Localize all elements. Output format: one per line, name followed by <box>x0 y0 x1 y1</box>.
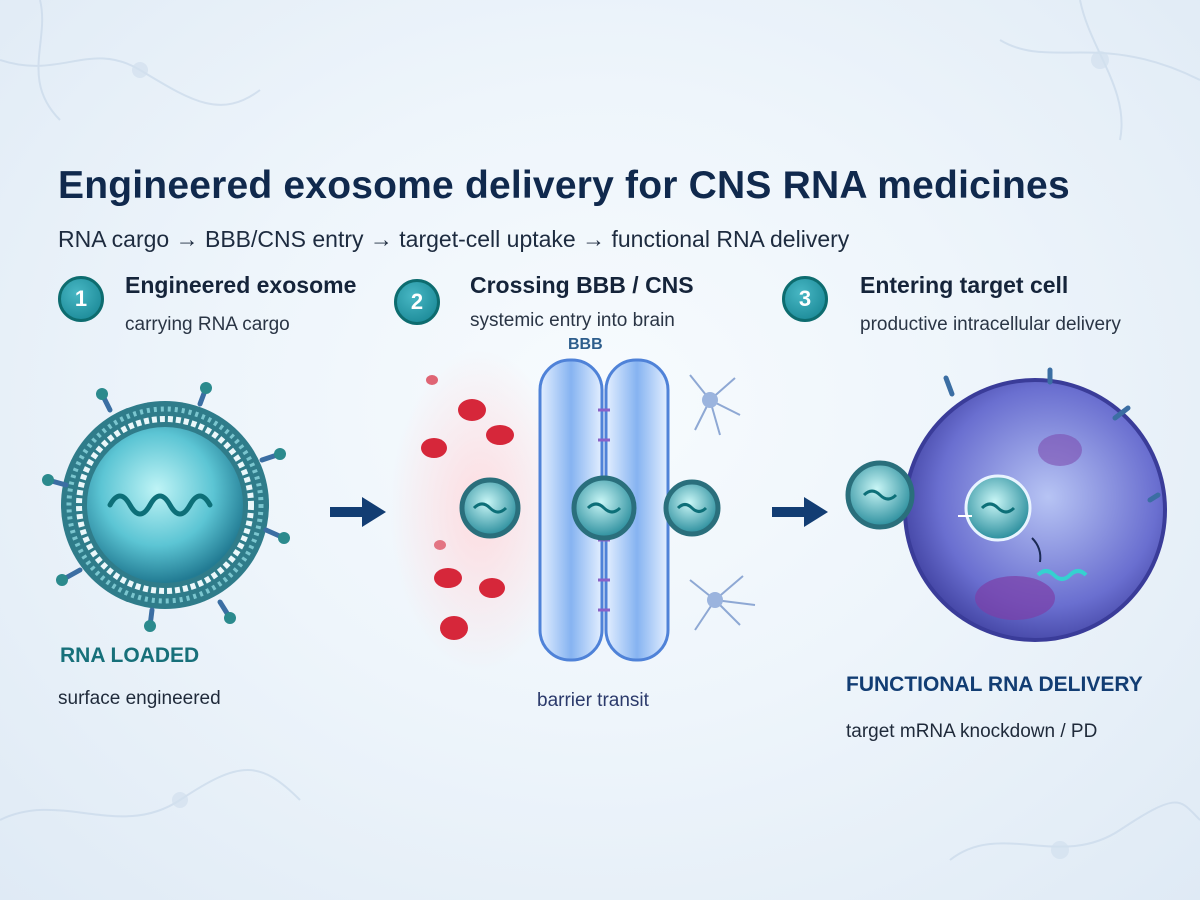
step-2-subtitle: systemic entry into brain <box>470 310 675 331</box>
step-3-title: Entering target cell <box>860 272 1069 298</box>
step-3-subtitle: productive intracellular delivery <box>860 314 1121 335</box>
step-1-title: Engineered exosome <box>125 272 357 298</box>
step-1-badge: 1 <box>58 276 104 322</box>
neuron-icon <box>689 374 756 631</box>
panel-3-label: FUNCTIONAL RNA DELIVERY <box>846 673 1143 696</box>
arrow-right-icon <box>330 497 386 527</box>
panel-1-caption: surface engineered <box>58 688 221 709</box>
exosome-icon <box>42 382 290 632</box>
red-blood-cell-icon <box>421 375 514 640</box>
page-title: Engineered exosome delivery for CNS RNA … <box>58 164 1070 207</box>
step-3-badge: 3 <box>782 276 828 322</box>
bbb-label: BBB <box>568 336 603 353</box>
panel-3-caption: target mRNA knockdown / PD <box>846 721 1098 742</box>
bbb-illustration <box>390 350 756 670</box>
panel-1-label: RNA LOADED <box>60 644 200 667</box>
panel-2-caption: barrier transit <box>537 690 649 711</box>
target-cell-icon <box>845 367 1167 642</box>
rna-strand-icon <box>107 493 213 517</box>
arrow-right-icon <box>772 497 828 527</box>
step-2-badge: 2 <box>394 279 440 325</box>
step-2-title: Crossing BBB / CNS <box>470 272 694 298</box>
page-subtitle: RNA cargo → BBB/CNS entry → target-cell … <box>58 226 850 252</box>
step-1-subtitle: carrying RNA cargo <box>125 314 290 335</box>
